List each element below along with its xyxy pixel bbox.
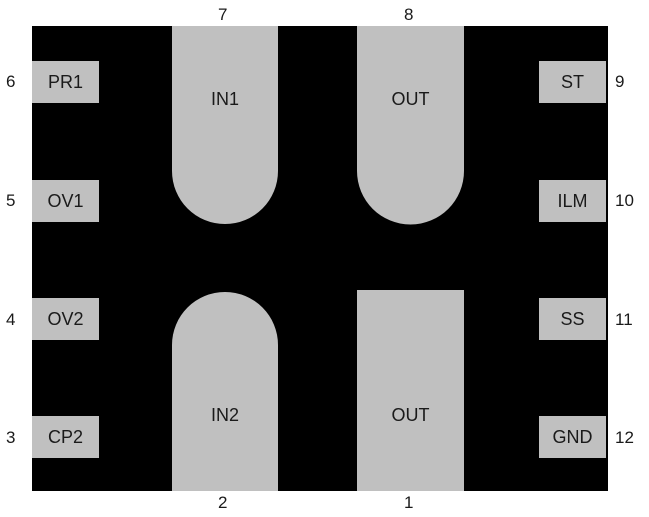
pin-label: OV1 [47, 190, 84, 211]
pin-number-7: 7 [218, 5, 228, 24]
pin-label: ILM [557, 190, 588, 211]
pad-out-bottom [357, 290, 464, 491]
pad-out-top-label: OUT [391, 89, 430, 109]
pad-in2-label: IN2 [210, 405, 239, 425]
pin-pad-pr1: PR1 [32, 61, 99, 103]
pad-out-top [357, 26, 464, 225]
pin-number-1: 1 [404, 493, 414, 512]
pin-number-6: 6 [6, 72, 16, 91]
pin-label: OV2 [47, 308, 84, 329]
pin-label: PR1 [47, 71, 83, 92]
pad-in2 [172, 292, 278, 491]
pin-label: SS [560, 308, 585, 329]
pin-number-3: 3 [6, 428, 16, 447]
pin-pad-st: ST [539, 61, 606, 103]
pin-number-8: 8 [404, 5, 414, 24]
pin-pad-ilm: ILM [539, 180, 606, 222]
pin-pad-ov1: OV1 [32, 180, 99, 222]
pin-label: CP2 [47, 426, 83, 447]
pin-pad-ov2: OV2 [32, 298, 99, 340]
pin-label: GND [552, 426, 593, 447]
pin-pad-ss: SS [539, 298, 606, 340]
pin-number-5: 5 [6, 191, 16, 210]
pin-pad-gnd: GND [539, 416, 606, 458]
pin-label: ST [560, 71, 584, 92]
pin-number-2: 2 [218, 493, 228, 512]
pad-out-bottom-label: OUT [391, 405, 430, 425]
pin-number-4: 4 [6, 310, 16, 329]
pad-in1-label: IN1 [210, 89, 239, 109]
pad-in1 [172, 26, 278, 224]
pin-number-12: 12 [615, 428, 634, 447]
pin-number-11: 11 [615, 310, 633, 329]
pin-number-9: 9 [615, 72, 625, 91]
pin-pad-cp2: CP2 [32, 416, 99, 458]
ic-package-body [32, 26, 608, 491]
pin-number-10: 10 [615, 191, 634, 210]
